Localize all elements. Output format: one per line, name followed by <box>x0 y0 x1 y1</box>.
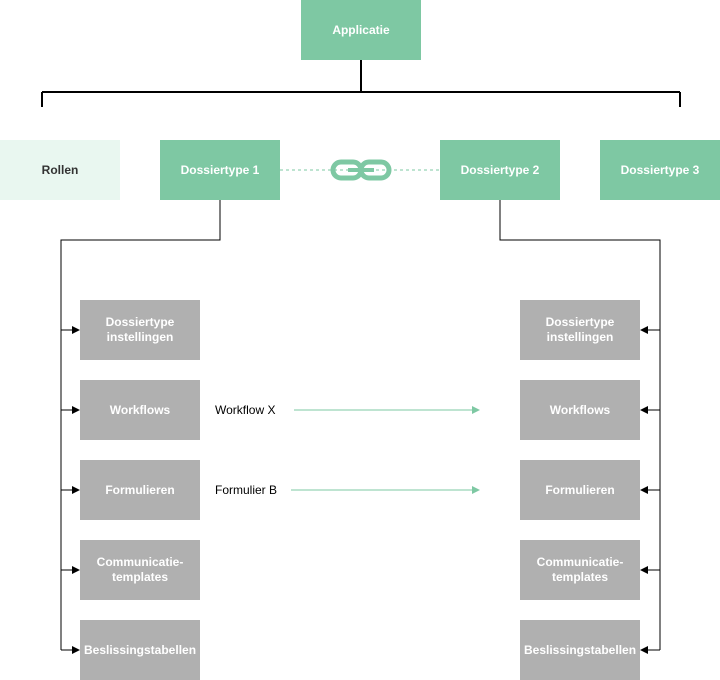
right-workflows-label: Workflows <box>549 402 611 417</box>
formulier-b-label: Formulier B <box>215 483 278 497</box>
dossiertype-1-node[interactable]: Dossiertype 1 <box>160 140 280 200</box>
left-communicatie-templates-label: Communicatie-templates <box>96 555 184 584</box>
right-formulieren-label: Formulieren <box>545 482 615 497</box>
left-formulieren-label: Formulieren <box>105 482 175 497</box>
left-tree-lines <box>60 200 221 654</box>
left-dossiertype-instellingen-label: Dossiertype instellingen <box>105 315 175 344</box>
left-workflows-label: Workflows <box>109 402 171 417</box>
right-dossiertype-instellingen-label: Dossiertype instellingen <box>545 315 615 344</box>
applicatie-node[interactable]: Applicatie <box>301 0 421 60</box>
dossiertype-2-node[interactable]: Dossiertype 2 <box>440 140 560 200</box>
left-beslissingstabellen-label: Beslissingstabellen <box>83 642 197 657</box>
right-tree-lines <box>499 200 661 654</box>
right-formulieren-node[interactable]: Formulieren <box>520 460 640 520</box>
dossiertype-3-node[interactable]: Dossiertype 3 <box>600 140 720 200</box>
right-communicatie-templates-label: Communicatie-templates <box>536 555 624 584</box>
right-workflows-node[interactable]: Workflows <box>520 380 640 440</box>
rollen-label: Rollen <box>41 162 79 177</box>
right-dossiertype-instellingen-node[interactable]: Dossiertype instellingen <box>520 300 640 360</box>
right-beslissingstabellen-node[interactable]: Beslissingstabellen <box>520 620 640 680</box>
rollen-node[interactable]: Rollen <box>0 140 120 200</box>
right-beslissingstabellen-label: Beslissingstabellen <box>523 642 637 657</box>
left-workflows-node[interactable]: Workflows <box>80 380 200 440</box>
top-bracket <box>41 60 681 107</box>
dossiertype-1-label: Dossiertype 1 <box>180 162 260 177</box>
dossiertype-3-label: Dossiertype 3 <box>620 162 700 177</box>
dossiertype-2-label: Dossiertype 2 <box>460 162 540 177</box>
right-communicatie-templates-node[interactable]: Communicatie-templates <box>520 540 640 600</box>
workflow-x-label: Workflow X <box>215 403 276 417</box>
left-beslissingstabellen-node[interactable]: Beslissingstabellen <box>80 620 200 680</box>
left-formulieren-node[interactable]: Formulieren <box>80 460 200 520</box>
left-dossiertype-instellingen-node[interactable]: Dossiertype instellingen <box>80 300 200 360</box>
left-communicatie-templates-node[interactable]: Communicatie-templates <box>80 540 200 600</box>
applicatie-label: Applicatie <box>332 22 390 37</box>
